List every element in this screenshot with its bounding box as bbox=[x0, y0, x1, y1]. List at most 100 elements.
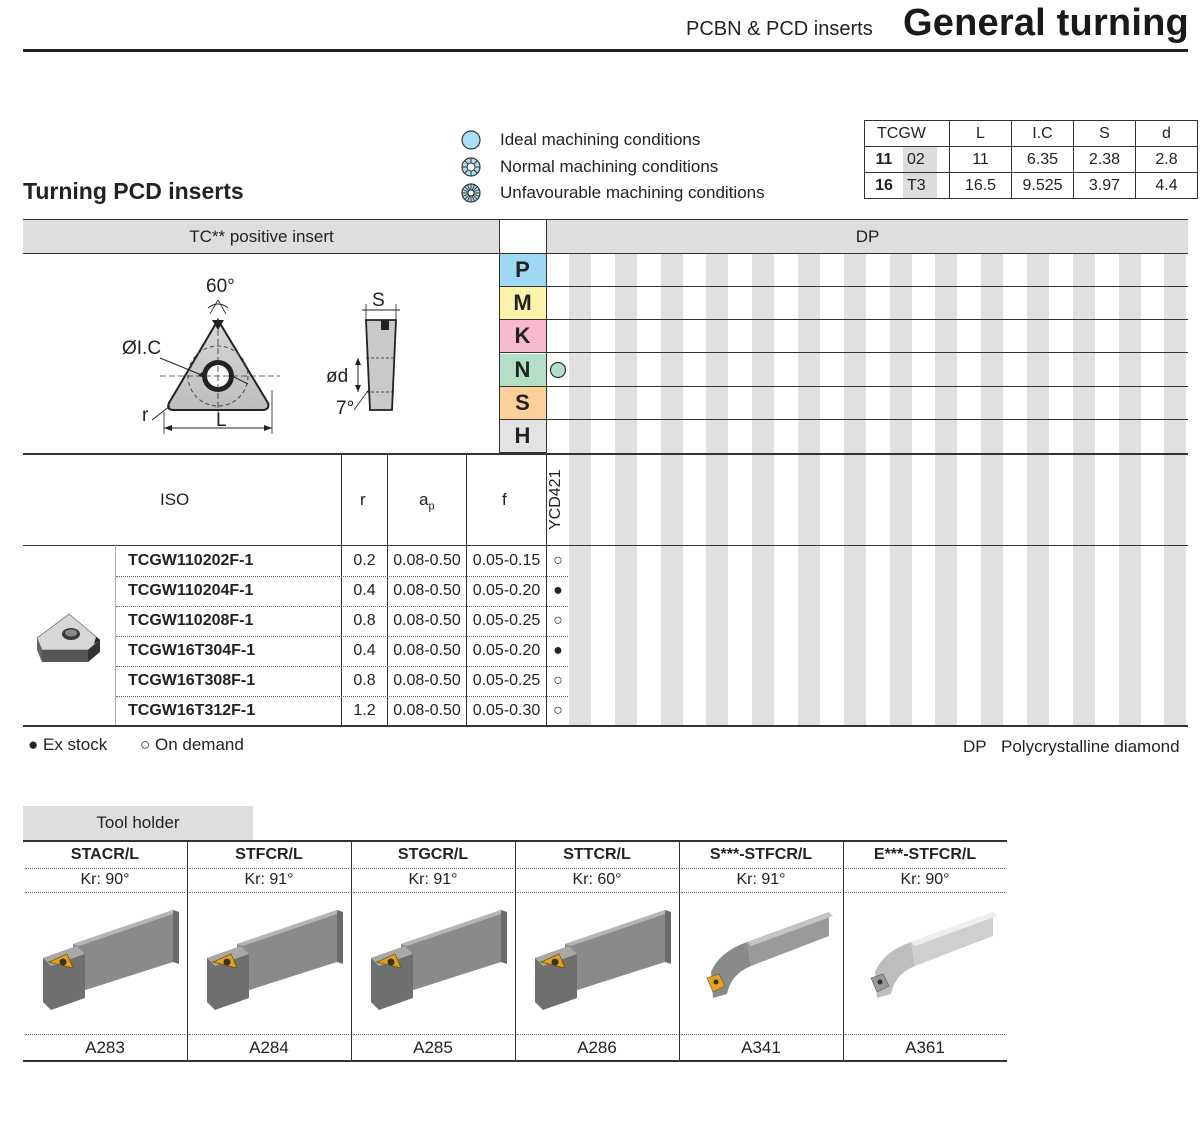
footnote-dp-abbr: DP bbox=[963, 737, 987, 756]
insert-drawing bbox=[151, 299, 400, 434]
product-depth-of-cut: 0.08-0.50 bbox=[393, 582, 461, 599]
rule bbox=[23, 219, 1188, 220]
row-divider bbox=[116, 606, 568, 607]
rule bbox=[499, 418, 1188, 420]
row-divider bbox=[25, 868, 185, 869]
tool-holder-image bbox=[43, 910, 179, 1010]
ideal-condition-icon bbox=[549, 361, 567, 379]
material-group-s: S bbox=[499, 386, 546, 420]
catalog-subtitle: PCBN & PCD inserts bbox=[686, 18, 873, 40]
row-divider bbox=[25, 1034, 185, 1035]
product-iso-code: TCGW110202F-1 bbox=[128, 552, 254, 569]
grade-column-stripe bbox=[798, 254, 820, 725]
tool-holder-name: STGCR/L bbox=[397, 846, 469, 863]
column-header-r: r bbox=[360, 490, 366, 509]
grade-column-stripe bbox=[614, 254, 637, 725]
grade-column-stripe bbox=[1164, 254, 1187, 725]
tool-holder-image bbox=[706, 912, 833, 998]
tool-holder-name: STACR/L bbox=[70, 846, 140, 863]
footnote-ex-stock: ● Ex stock bbox=[28, 735, 108, 754]
rule bbox=[499, 352, 1188, 354]
drawing-angle-label: 60° bbox=[206, 276, 235, 297]
dims-cell: 9.525 bbox=[1011, 172, 1074, 199]
column-header-ap: ap bbox=[419, 490, 435, 513]
tool-holder-name: STFCR/L bbox=[235, 846, 303, 863]
tool-holder-kr: Kr: 91° bbox=[736, 871, 786, 888]
insert-photo bbox=[36, 613, 101, 662]
grade-column-stripe bbox=[569, 254, 591, 725]
product-radius: 0.2 bbox=[353, 552, 376, 569]
product-radius: 0.8 bbox=[353, 612, 376, 629]
tool-holder-kr: Kr: 60° bbox=[572, 871, 622, 888]
dims-cell: 16.5 bbox=[949, 172, 1012, 199]
catalog-title: General turning bbox=[903, 2, 1189, 44]
dims-header-d: d bbox=[1135, 120, 1198, 147]
rule bbox=[466, 453, 467, 725]
drawing-relief-label: 7° bbox=[336, 398, 355, 419]
conditions-legend: Ideal machining conditions Normal machin… bbox=[460, 127, 765, 207]
footnote-on-demand: ○ On demand bbox=[140, 735, 244, 754]
product-radius: 0.4 bbox=[353, 642, 376, 659]
dims-cell: 4.4 bbox=[1135, 172, 1198, 199]
rule bbox=[23, 253, 1188, 254]
tool-holder-name: S***-STFCR/L bbox=[709, 846, 813, 863]
drawing-l-label: L bbox=[216, 410, 227, 431]
row-divider bbox=[845, 1034, 1005, 1035]
dims-cell: 3.97 bbox=[1073, 172, 1136, 199]
product-depth-of-cut: 0.08-0.50 bbox=[393, 672, 461, 689]
rule bbox=[679, 841, 680, 1061]
row-divider bbox=[681, 892, 841, 893]
product-feed: 0.05-0.15 bbox=[472, 552, 541, 569]
rule bbox=[23, 725, 1188, 727]
drawing-s-label: S bbox=[372, 290, 385, 311]
grade-column-stripe bbox=[1072, 254, 1095, 725]
row-divider bbox=[517, 892, 677, 893]
row-divider bbox=[189, 868, 349, 869]
tool-holder-tab: Tool holder bbox=[23, 806, 253, 840]
row-divider bbox=[681, 1034, 841, 1035]
product-feed: 0.05-0.20 bbox=[472, 642, 541, 659]
row-divider bbox=[517, 868, 677, 869]
product-stock-mark: ● bbox=[553, 642, 563, 659]
grade-column-stripe bbox=[1027, 254, 1049, 725]
material-group-m: M bbox=[499, 287, 546, 321]
row-divider bbox=[116, 576, 568, 577]
legend-normal: Normal machining conditions bbox=[500, 156, 719, 176]
product-iso-code: TCGW16T312F-1 bbox=[128, 702, 256, 719]
product-stock-mark: ○ bbox=[553, 702, 563, 719]
dims-header-s: S bbox=[1073, 120, 1136, 147]
rule bbox=[23, 840, 1007, 842]
product-radius: 0.8 bbox=[353, 672, 376, 689]
tool-holder-kr: Kr: 91° bbox=[408, 871, 458, 888]
product-feed: 0.05-0.30 bbox=[472, 702, 541, 719]
rule bbox=[499, 385, 1188, 387]
ideal-condition-icon bbox=[461, 130, 481, 150]
product-depth-of-cut: 0.08-0.50 bbox=[393, 552, 461, 569]
rule bbox=[351, 841, 352, 1061]
grade-column-stripe bbox=[752, 254, 775, 725]
rule bbox=[23, 453, 1188, 455]
product-feed: 0.05-0.20 bbox=[472, 582, 541, 599]
rule bbox=[843, 841, 844, 1061]
material-group-n: N bbox=[499, 353, 546, 387]
dims-header-l: L bbox=[949, 120, 1012, 147]
product-stock-mark: ○ bbox=[553, 612, 563, 629]
rule bbox=[499, 319, 1188, 321]
row-divider bbox=[189, 892, 349, 893]
product-radius: 1.2 bbox=[353, 702, 376, 719]
header-rule bbox=[23, 49, 1188, 52]
product-depth-of-cut: 0.08-0.50 bbox=[393, 612, 461, 629]
row-divider bbox=[116, 636, 568, 637]
drawing-d-label: ød bbox=[326, 366, 349, 387]
insert-type-header: TC** positive insert bbox=[23, 220, 500, 253]
product-iso-code: TCGW110208F-1 bbox=[128, 612, 254, 629]
product-stock-mark: ○ bbox=[553, 552, 563, 569]
row-divider bbox=[517, 1034, 677, 1035]
row-divider bbox=[353, 1034, 513, 1035]
grade-column-stripe bbox=[843, 254, 866, 725]
dims-cell: 2.8 bbox=[1135, 146, 1198, 173]
product-iso-code: TCGW16T304F-1 bbox=[128, 642, 256, 659]
row-divider bbox=[116, 666, 568, 667]
